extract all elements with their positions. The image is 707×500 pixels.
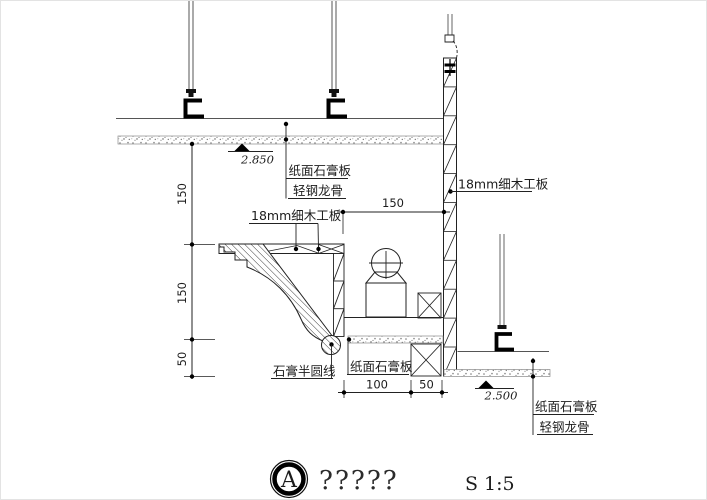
cove-side-board bbox=[333, 253, 345, 337]
elevation-marker-lower: 2.500 bbox=[475, 380, 518, 403]
detail-title-text: ????? bbox=[319, 466, 399, 496]
cove-top-board bbox=[218, 243, 345, 254]
elevation-triangle-icon bbox=[478, 380, 494, 388]
detail-bubble-outer-circle bbox=[269, 459, 309, 499]
carrier-channel-icon bbox=[326, 98, 347, 119]
lamp-symbol bbox=[364, 248, 408, 318]
wall-blockboard-label: 18mm细木工板 bbox=[448, 177, 549, 194]
lower-ceiling-labels: 纸面石膏板 轻钢龙骨 bbox=[530, 358, 598, 435]
drawing-scale: S 1:5 bbox=[465, 473, 515, 495]
wall-blockboard-column bbox=[443, 14, 458, 377]
ceiling-hanger-mid bbox=[326, 1, 347, 119]
label-half-round: 石膏半圆线 bbox=[273, 364, 336, 379]
bottom-dimension-chain: 100 50 bbox=[338, 378, 448, 398]
cove-blockboard-label: 18mm细木工板 bbox=[249, 208, 342, 252]
dim-bottom-left: 100 bbox=[366, 378, 388, 392]
elevation-triangle-icon bbox=[234, 143, 250, 151]
cove-gypsum-label: 纸面石膏板 bbox=[346, 337, 413, 375]
hanger-bolt-icon bbox=[497, 325, 507, 329]
lower-hanger bbox=[494, 234, 514, 352]
hanger-bolt-icon bbox=[186, 89, 196, 93]
blocking-x-upper bbox=[417, 292, 442, 319]
elevation-marker-upper: 2.850 bbox=[228, 143, 274, 167]
blocking-x-lower bbox=[410, 343, 442, 377]
detail-letter: A bbox=[280, 468, 298, 493]
hanger-hook-icon bbox=[444, 34, 455, 43]
dim-left-mid: 150 bbox=[175, 282, 189, 304]
label-upper-gypsum-board: 纸面石膏板 bbox=[289, 163, 352, 178]
lower-ceiling bbox=[443, 351, 551, 377]
dim-left-bottom: 50 bbox=[175, 352, 189, 367]
crown-molding bbox=[218, 243, 341, 355]
label-cove-gypsum-board: 纸面石膏板 bbox=[350, 359, 413, 374]
upper-ceiling-labels: 纸面石膏板 轻钢龙骨 bbox=[283, 121, 352, 199]
label-wall-blockboard: 18mm细木工板 bbox=[458, 177, 549, 192]
label-upper-steel-keel: 轻钢龙骨 bbox=[293, 183, 343, 198]
label-lower-gypsum-board: 纸面石膏板 bbox=[535, 399, 598, 414]
upper-slab-gypsum-band bbox=[117, 135, 445, 145]
dim-bottom-right: 50 bbox=[419, 378, 434, 392]
half-round-label: 石膏半圆线 bbox=[271, 342, 336, 379]
hanger-bolt-icon bbox=[329, 89, 339, 93]
dim-cove-width: 150 bbox=[382, 196, 404, 210]
carrier-channel-icon bbox=[183, 98, 204, 119]
ceiling-hanger-left bbox=[183, 1, 204, 119]
cove-bottom-board bbox=[343, 317, 444, 344]
elevation-lower-value: 2.500 bbox=[484, 389, 518, 403]
label-lower-steel-keel: 轻钢龙骨 bbox=[540, 420, 590, 435]
dim-left-top: 150 bbox=[175, 183, 189, 205]
elevation-upper-value: 2.850 bbox=[240, 153, 274, 167]
detail-bubble-ring bbox=[272, 462, 306, 496]
detail-title-block: A ????? S 1:5 bbox=[269, 459, 515, 499]
left-dimension-chain bbox=[184, 141, 215, 379]
cove-width-dimension: 150 bbox=[337, 196, 450, 234]
carrier-channel-icon bbox=[494, 332, 514, 352]
column-bolt-icon bbox=[444, 63, 456, 67]
label-cove-blockboard: 18mm细木工板 bbox=[251, 208, 342, 223]
